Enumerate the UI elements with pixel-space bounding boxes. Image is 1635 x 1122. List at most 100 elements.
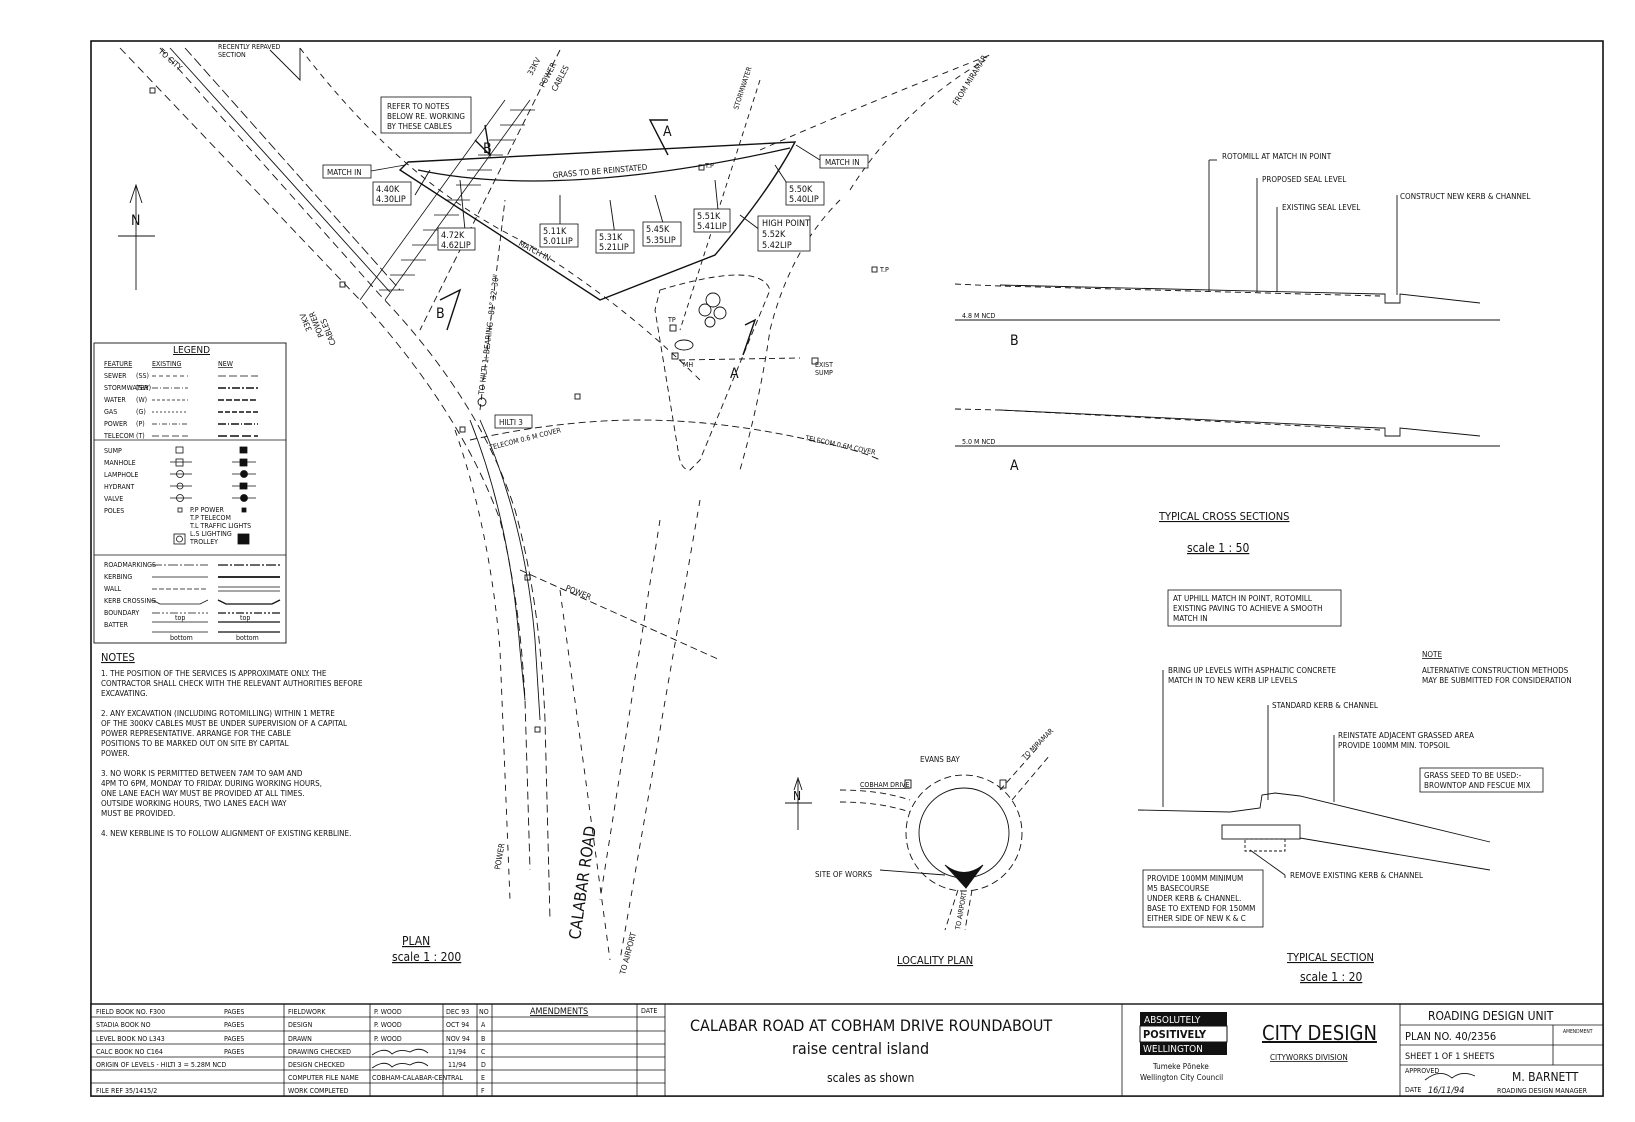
- notes: NOTES 1. THE POSITION OF THE SERVICES IS…: [101, 651, 363, 838]
- svg-text:POLES: POLES: [104, 507, 124, 515]
- svg-text:(W): (W): [136, 396, 147, 404]
- svg-text:DESIGN: DESIGN: [288, 1021, 313, 1029]
- svg-text:4.8 M NCD: 4.8 M NCD: [962, 312, 996, 320]
- svg-text:LEGEND: LEGEND: [173, 345, 210, 356]
- svg-text:5.51K: 5.51K: [697, 212, 721, 222]
- svg-text:ALTERNATIVE CONSTRUCTION METHO: ALTERNATIVE CONSTRUCTION METHODS: [1422, 666, 1569, 675]
- level-box: 4.40K 4.30LIP: [372, 181, 412, 206]
- svg-text:OUTSIDE WORKING HOURS, TWO LAN: OUTSIDE WORKING HOURS, TWO LANES EACH WA…: [101, 799, 287, 808]
- svg-text:4.40K: 4.40K: [376, 185, 400, 195]
- plan-number: PLAN NO. 40/2356: [1405, 1030, 1496, 1043]
- svg-text:AT UPHILL MATCH IN POINT, ROTO: AT UPHILL MATCH IN POINT, ROTOMILL: [1173, 594, 1312, 603]
- svg-text:(P): (P): [136, 420, 145, 428]
- svg-text:ROADING DESIGN UNIT: ROADING DESIGN UNIT: [1428, 1009, 1554, 1023]
- svg-text:GAS: GAS: [104, 408, 117, 416]
- svg-text:POSITIONS TO BE MARKED OUT ON: POSITIONS TO BE MARKED OUT ON SITE BY CA…: [101, 739, 289, 748]
- svg-text:CALC BOOK NO C164: CALC BOOK NO C164: [96, 1048, 163, 1056]
- svg-text:FIELD BOOK NO. F300: FIELD BOOK NO. F300: [96, 1008, 165, 1016]
- svg-text:POWER REPRESENTATIVE. ARRANGE: POWER REPRESENTATIVE. ARRANGE FOR THE CA…: [101, 729, 291, 738]
- svg-text:BROWNTOP AND FESCUE MIX: BROWNTOP AND FESCUE MIX: [1424, 781, 1531, 790]
- svg-text:ORIGIN OF LEVELS - HILTI 3 = 5: ORIGIN OF LEVELS - HILTI 3 = 5.28M NCD: [96, 1061, 226, 1069]
- svg-text:CONSTRUCT NEW KERB & CHANNEL: CONSTRUCT NEW KERB & CHANNEL: [1400, 192, 1530, 201]
- level-box: 5.11K 5.01LIP: [539, 223, 579, 248]
- svg-text:MAY BE SUBMITTED FOR CONSIDERA: MAY BE SUBMITTED FOR CONSIDERATION: [1422, 676, 1572, 685]
- svg-text:KERBING: KERBING: [104, 573, 132, 581]
- svg-text:A: A: [1010, 458, 1019, 474]
- svg-text:SUMP: SUMP: [104, 447, 122, 455]
- svg-text:STORMWATER: STORMWATER: [104, 384, 149, 392]
- svg-text:M5 BASECOURSE: M5 BASECOURSE: [1147, 884, 1210, 893]
- svg-text:4.30LIP: 4.30LIP: [376, 195, 406, 205]
- city-design-logo: CITY DESIGN: [1262, 1021, 1377, 1045]
- svg-text:BASE TO EXTEND FOR 150MM: BASE TO EXTEND FOR 150MM: [1147, 904, 1255, 913]
- svg-text:FIELDWORK: FIELDWORK: [288, 1008, 326, 1016]
- svg-text:APPROVED: APPROVED: [1405, 1067, 1439, 1075]
- svg-text:16/11/94: 16/11/94: [1428, 1086, 1464, 1096]
- svg-text:T.P TELECOM: T.P TELECOM: [189, 514, 231, 522]
- svg-text:5.41LIP: 5.41LIP: [697, 222, 727, 232]
- svg-text:TELECOM: TELECOM: [103, 432, 134, 440]
- svg-text:TP: TP: [667, 316, 676, 324]
- svg-text:5.31K: 5.31K: [599, 233, 623, 243]
- svg-text:DESIGN CHECKED: DESIGN CHECKED: [288, 1061, 345, 1069]
- svg-text:5.40LIP: 5.40LIP: [789, 195, 819, 205]
- svg-text:MATCH IN: MATCH IN: [327, 168, 362, 177]
- svg-text:PROVIDE 100MM MINIMUM: PROVIDE 100MM MINIMUM: [1147, 874, 1243, 883]
- level-box: 5.31K 5.21LIP: [595, 229, 635, 254]
- svg-text:ROADMARKINGS: ROADMARKINGS: [104, 561, 156, 569]
- plan-scale: scale 1 : 200: [392, 950, 461, 964]
- title-block: FIELD BOOK NO. F300 PAGES STADIA BOOK NO…: [90, 1003, 1604, 1097]
- svg-text:TROLLEY: TROLLEY: [189, 538, 218, 546]
- svg-text:5.01LIP: 5.01LIP: [543, 237, 573, 247]
- svg-text:4. NEW KERBLINE IS TO FOLLOW: 4. NEW KERBLINE IS TO FOLLOW ALIGNMENT O…: [101, 829, 351, 838]
- svg-text:EXCAVATING.: EXCAVATING.: [101, 689, 148, 698]
- svg-text:(SW): (SW): [136, 384, 151, 392]
- svg-text:PAGES: PAGES: [224, 1035, 244, 1043]
- svg-text:3. NO WORK IS PERMITTED BETWE: 3. NO WORK IS PERMITTED BETWEEN 7AM TO 9…: [101, 769, 303, 778]
- svg-text:REMOVE EXISTING KERB & CHANNEL: REMOVE EXISTING KERB & CHANNEL: [1290, 871, 1423, 880]
- svg-text:LEVEL BOOK NO L343: LEVEL BOOK NO L343: [96, 1035, 165, 1043]
- svg-text:FEATURE: FEATURE: [104, 360, 132, 368]
- svg-text:EITHER SIDE OF NEW K & C: EITHER SIDE OF NEW K & C: [1147, 914, 1246, 923]
- svg-text:5.21LIP: 5.21LIP: [599, 243, 629, 253]
- svg-text:top: top: [175, 614, 185, 622]
- svg-text:WELLINGTON: WELLINGTON: [1143, 1044, 1203, 1055]
- svg-text:NOTES: NOTES: [101, 651, 135, 664]
- svg-text:N: N: [793, 789, 801, 803]
- svg-text:HIGH POINT: HIGH POINT: [762, 219, 810, 229]
- svg-text:M. BARNETT: M. BARNETT: [1512, 1070, 1579, 1084]
- svg-text:P. WOOD: P. WOOD: [374, 1021, 402, 1029]
- legend: LEGEND FEATURE EXISTING NEW SEWER(SS) ST…: [93, 342, 287, 644]
- svg-text:NOV 94: NOV 94: [446, 1035, 470, 1043]
- svg-text:WORK COMPLETED: WORK COMPLETED: [288, 1087, 349, 1095]
- svg-text:B: B: [483, 141, 492, 157]
- svg-text:(G): (G): [136, 408, 146, 416]
- svg-text:2. ANY EXCAVATION (INCLUDING: 2. ANY EXCAVATION (INCLUDING ROTOMILLING…: [101, 709, 335, 718]
- svg-text:FILE REF 35/1415/2: FILE REF 35/1415/2: [96, 1087, 157, 1095]
- svg-text:BELOW RE. WORKING: BELOW RE. WORKING: [387, 112, 465, 121]
- svg-text:D: D: [481, 1061, 486, 1069]
- svg-text:5.0 M NCD: 5.0 M NCD: [962, 438, 996, 446]
- svg-text:ROTOMILL AT MATCH IN POINT: ROTOMILL AT MATCH IN POINT: [1222, 152, 1332, 161]
- svg-text:F: F: [481, 1087, 485, 1095]
- svg-text:PAGES: PAGES: [224, 1021, 244, 1029]
- svg-text:PROVIDE 100MM MIN. TOPSOIL: PROVIDE 100MM MIN. TOPSOIL: [1338, 741, 1450, 750]
- svg-text:NO: NO: [479, 1008, 489, 1016]
- svg-text:HYDRANT: HYDRANT: [104, 483, 135, 491]
- svg-text:MUST BE PROVIDED.: MUST BE PROVIDED.: [101, 809, 175, 818]
- svg-text:WALL: WALL: [104, 585, 122, 593]
- plan-title: PLAN: [402, 934, 430, 948]
- svg-text:(T): (T): [136, 432, 145, 440]
- svg-text:PAGES: PAGES: [224, 1008, 244, 1016]
- cable-hatch: [359, 99, 535, 301]
- svg-text:bottom: bottom: [236, 634, 259, 642]
- svg-text:OCT 94: OCT 94: [446, 1021, 469, 1029]
- svg-text:5.35LIP: 5.35LIP: [646, 236, 676, 246]
- svg-text:11/94: 11/94: [448, 1048, 466, 1056]
- svg-text:4PM TO 6PM, MONDAY TO FRIDAY.: 4PM TO 6PM, MONDAY TO FRIDAY. DURING WOR…: [101, 779, 322, 788]
- svg-text:L.S LIGHTING: L.S LIGHTING: [190, 530, 232, 538]
- svg-text:REFER TO NOTES: REFER TO NOTES: [387, 102, 450, 111]
- svg-text:BRING UP LEVELS WITH ASPHALTIC: BRING UP LEVELS WITH ASPHALTIC CONCRETE: [1168, 666, 1336, 675]
- svg-text:COBHAM DRIVE: COBHAM DRIVE: [860, 781, 910, 789]
